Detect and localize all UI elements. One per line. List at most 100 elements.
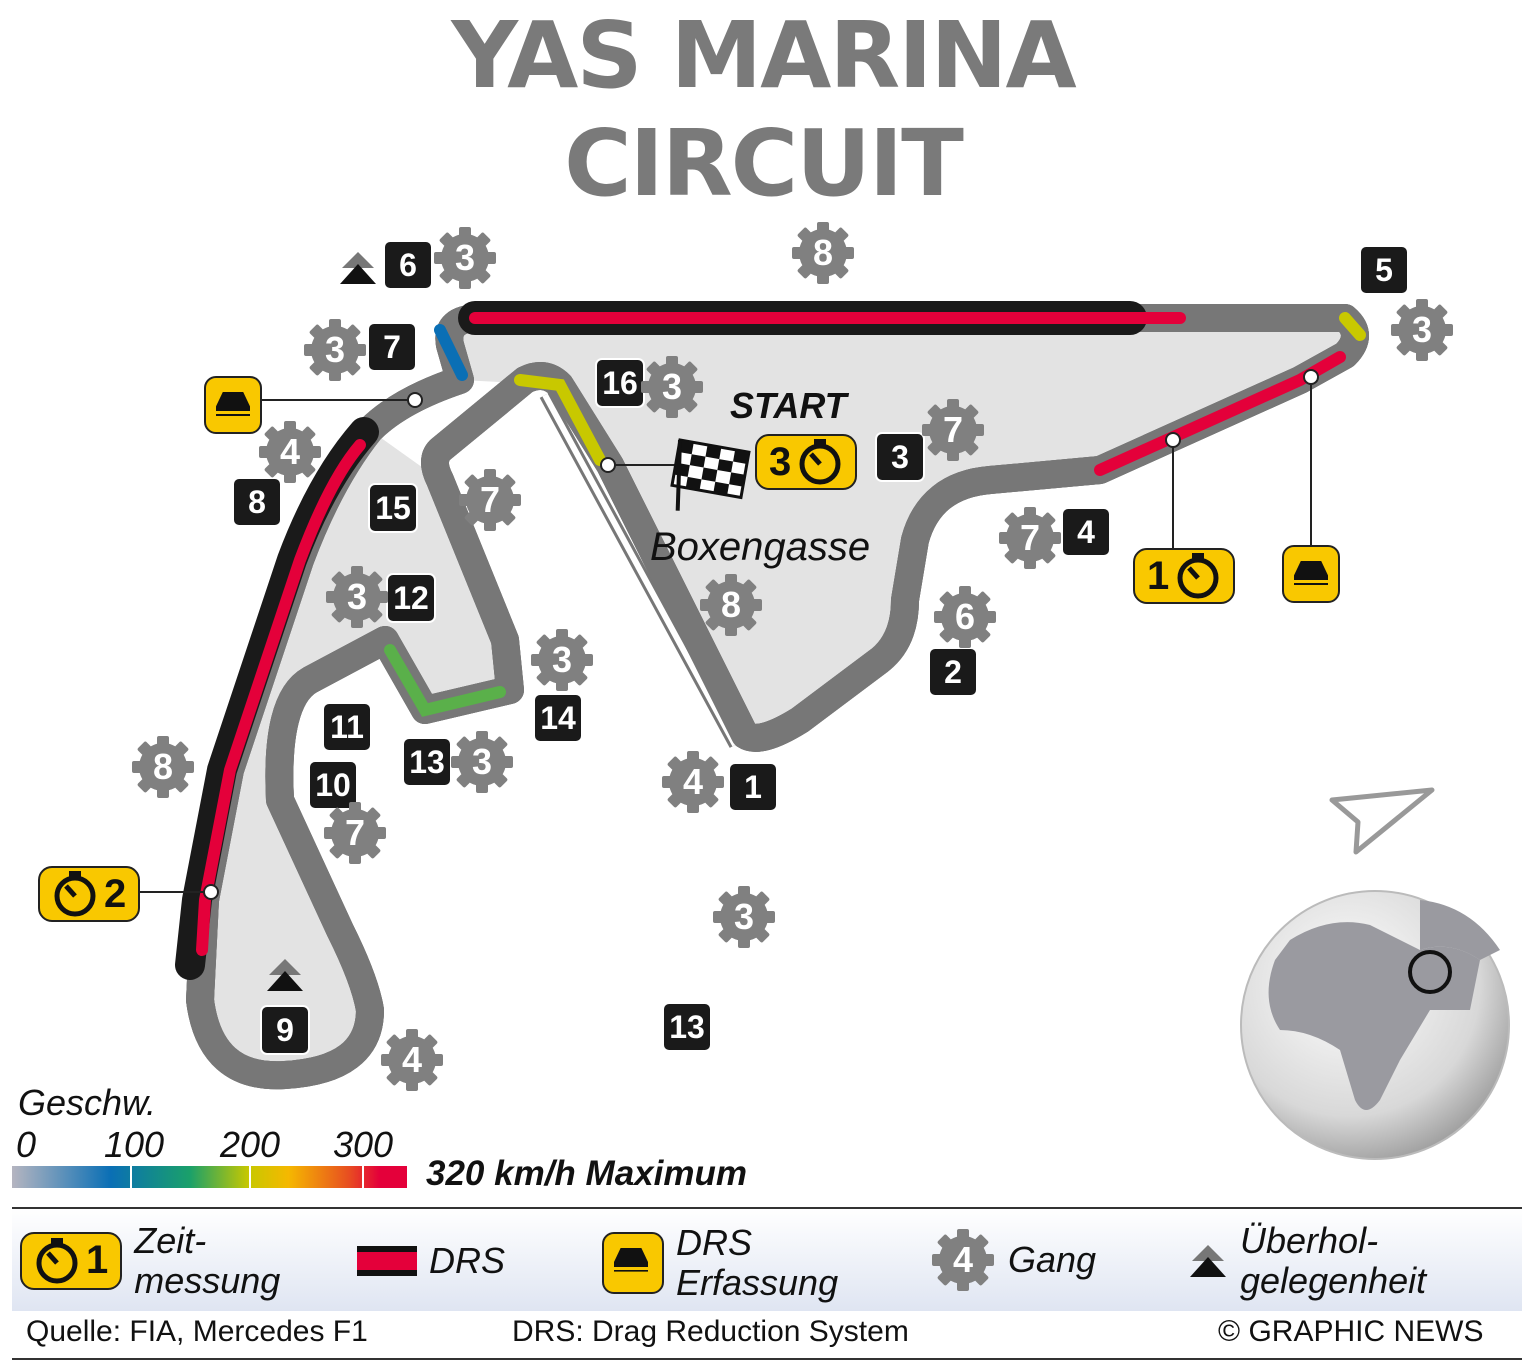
start-label: START <box>730 385 847 426</box>
source-text: Quelle: FIA, Mercedes F1 <box>26 1315 368 1348</box>
gear-number: 7 <box>1019 517 1041 558</box>
gear-shape <box>531 629 593 691</box>
gear-icon: 8 <box>698 572 764 638</box>
gear-icon: 3 <box>711 884 777 950</box>
gear-icon: 3 <box>302 317 368 383</box>
gear-number: 4 <box>952 1239 974 1280</box>
gear-shape <box>934 586 996 648</box>
globe-locator <box>1240 890 1510 1160</box>
overtaking-icon <box>340 252 376 284</box>
timing-sector-3: 3 <box>755 434 858 490</box>
legend-gear: 4 Gang <box>930 1227 1096 1293</box>
stopwatch-icon <box>1177 553 1219 599</box>
legend: 1 Zeit- messung DRS DRS Erfassung 4 Gang… <box>12 1207 1522 1311</box>
gear-shape <box>641 356 703 418</box>
turn-number: 2 <box>928 647 978 697</box>
gear-number: 7 <box>479 479 501 520</box>
speed-tick: 0 <box>16 1124 37 1165</box>
compass-arrow-icon <box>1329 787 1435 855</box>
gear-shape <box>132 736 194 798</box>
gear-shape <box>700 574 762 636</box>
gear-number: 4 <box>682 761 704 802</box>
legend-drs-detection: DRS Erfassung <box>602 1223 838 1302</box>
credit: © GRAPHIC NEWS <box>1218 1315 1484 1348</box>
gear-number: 3 <box>733 896 755 937</box>
gear-number: 7 <box>344 812 366 853</box>
stopwatch-icon <box>54 871 96 917</box>
turn-number: 9 <box>260 1005 310 1055</box>
legend-timing-label: Zeit- messung <box>134 1220 281 1301</box>
turn-number: 14 <box>533 693 583 743</box>
stopwatch-icon <box>799 439 841 485</box>
turn-number: 15 <box>368 483 418 533</box>
timing-number: 3 <box>769 439 792 484</box>
gear-number: 3 <box>346 576 368 617</box>
drs-detection-icon <box>204 376 262 434</box>
gear-icon: 4 <box>257 419 323 485</box>
overtaking-icon <box>1190 1244 1226 1277</box>
gear-icon: 4 <box>930 1227 996 1293</box>
legend-drs-detection-label: DRS Erfassung <box>676 1222 839 1303</box>
gear-icon: 3 <box>432 225 498 291</box>
gear-number: 8 <box>720 584 742 625</box>
gear-shape <box>1391 299 1453 361</box>
gear-icon: 7 <box>457 467 523 533</box>
turn-number: 13 <box>402 737 452 787</box>
timing-sector-2: 2 <box>38 866 141 922</box>
gear-icon: 4 <box>660 749 726 815</box>
gear-number: 3 <box>551 639 573 680</box>
turn-number: 12 <box>386 573 436 623</box>
gear-shape <box>999 507 1061 569</box>
turn-number: 10 <box>308 760 358 810</box>
pit-lane-inner <box>542 393 738 747</box>
gear-shape <box>326 566 388 628</box>
speed-tick: 100 <box>104 1124 165 1165</box>
turn-number: 7 <box>367 322 417 372</box>
gear-shape <box>459 469 521 531</box>
drs-detection-icon <box>602 1231 664 1294</box>
timing-number: 1 <box>86 1238 109 1283</box>
timing-badge: 1 <box>20 1231 123 1290</box>
gear-number: 3 <box>1411 309 1433 350</box>
speed-tick: 200 <box>220 1124 281 1165</box>
title-line-2: CIRCUIT <box>564 110 964 217</box>
turn-number: 6 <box>383 240 433 290</box>
gear-shape <box>304 319 366 381</box>
turn-number: 8 <box>232 477 282 527</box>
speed-tick: 300 <box>333 1124 394 1165</box>
gear-icon: 7 <box>322 800 388 866</box>
gear-icon: 7 <box>920 397 986 463</box>
gear-shape <box>932 1229 994 1291</box>
gear-shape <box>713 886 775 948</box>
gear-icon: 8 <box>790 220 856 286</box>
turn-number: 1 <box>728 762 778 812</box>
timing-sector-1: 1 <box>1133 548 1236 604</box>
gear-shape <box>792 222 854 284</box>
gear-icon: 3 <box>529 627 595 693</box>
gear-shape <box>662 751 724 813</box>
gear-number: 4 <box>401 1039 423 1080</box>
stopwatch-icon <box>36 1237 78 1284</box>
checkered-flag-icon <box>670 438 751 511</box>
turn-number: 13 <box>662 1002 712 1052</box>
overtaking-icon <box>267 959 303 991</box>
drs-zones <box>175 301 1366 980</box>
timing-number: 2 <box>104 871 127 916</box>
gear-number: 3 <box>471 741 493 782</box>
turn-number: 3 <box>875 432 925 482</box>
legend-timing: 1 Zeit- messung <box>20 1221 280 1300</box>
gear-shape <box>922 399 984 461</box>
gear-number: 8 <box>812 232 834 273</box>
gear-shape <box>381 1029 443 1091</box>
gear-icon: 3 <box>449 729 515 795</box>
legend-drs: DRS <box>357 1241 505 1281</box>
gear-icon: 4 <box>379 1027 445 1093</box>
turn-number: 11 <box>322 702 372 752</box>
gear-shape <box>259 421 321 483</box>
drs-detection-icon <box>1282 545 1340 603</box>
title-line-1: YAS MARINA <box>451 2 1076 109</box>
legend-gear-label: Gang <box>1008 1239 1097 1281</box>
gear-icon: 3 <box>1389 297 1455 363</box>
gear-icon: 7 <box>997 505 1063 571</box>
